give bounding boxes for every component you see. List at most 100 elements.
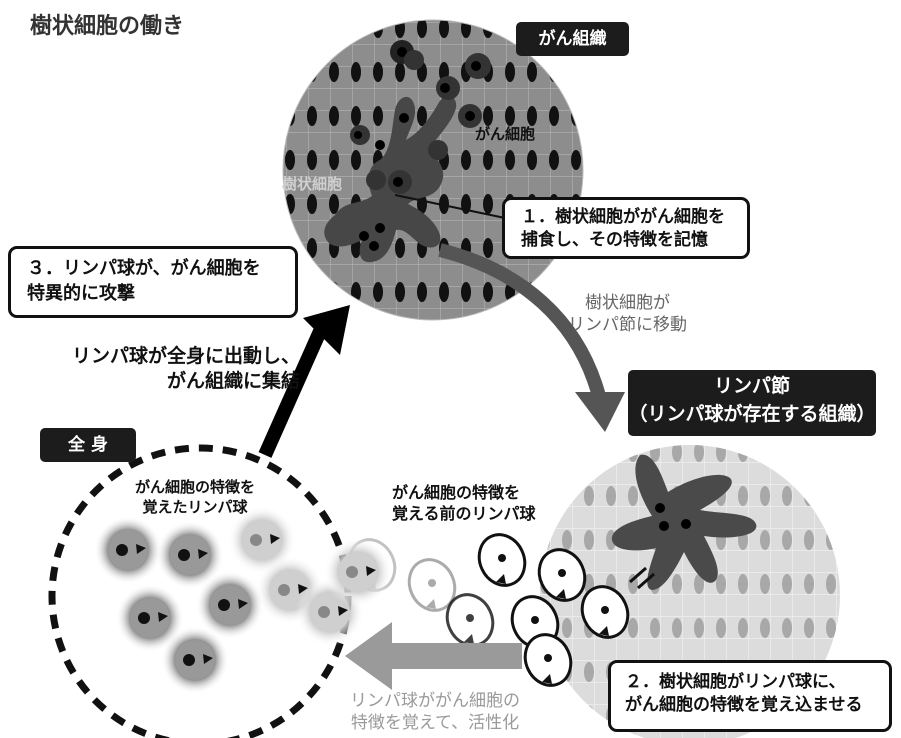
tissue-cell-nucleus: [483, 106, 493, 126]
tissue-cell-nucleus: [329, 282, 339, 302]
tissue-cell-nucleus: [285, 20, 295, 38]
tissue-cell-nucleus: [285, 62, 295, 82]
tissue-cell-nucleus: [307, 20, 317, 38]
tissue-cell-nucleus: [395, 282, 405, 302]
tissue-cell-nucleus: [439, 282, 449, 302]
node-cell-nucleus: [826, 445, 836, 462]
tissue-cell-nucleus: [417, 106, 427, 126]
node-cell-nucleus: [562, 618, 572, 638]
node-cell-nucleus: [584, 445, 594, 462]
node-cell-nucleus: [606, 486, 616, 506]
node-cell-nucleus: [628, 486, 638, 506]
naive-lymphocyte: [523, 633, 573, 687]
node-cell-nucleus: [738, 618, 748, 638]
memory-lymphocyte: [116, 584, 184, 652]
node-cell-nucleus: [782, 530, 792, 550]
naive-lymphocyte: [537, 548, 587, 602]
tissue-cell-nucleus: [395, 62, 405, 82]
tissue-cell-nucleus: [483, 150, 493, 170]
node-cell-nucleus: [804, 574, 814, 594]
label-naive-lymphocytes: がん細胞の特徴を 覚える前のリンパ球: [392, 483, 536, 524]
memory-lymphocyte: [228, 506, 296, 574]
node-cell-nucleus: [584, 486, 594, 506]
node-cell-nucleus: [716, 574, 726, 594]
node-cell-nucleus: [694, 618, 704, 638]
tissue-cell-nucleus: [483, 282, 493, 302]
tissue-cell-nucleus: [351, 150, 361, 170]
naive-lymphocyte: [477, 533, 527, 587]
node-cell-nucleus: [782, 574, 792, 594]
tissue-cell-nucleus: [307, 194, 317, 214]
label-activated: リンパ球ががん細胞の 特徴を覚えて、活性化: [350, 691, 520, 734]
tag-lymph-node: リンパ節 （リンパ球が存在する組織）: [628, 370, 876, 436]
node-cell-nucleus: [760, 574, 770, 594]
node-cell-nucleus: [804, 445, 814, 462]
node-cell-nucleus: [782, 486, 792, 506]
node-cell-nucleus: [694, 574, 704, 594]
node-cell-nucleus: [562, 486, 572, 506]
tissue-cell-nucleus: [307, 282, 317, 302]
naive-lymphocyte: [580, 585, 630, 639]
tissue-cell-nucleus: [461, 150, 471, 170]
tissue-cell-nucleus: [395, 238, 405, 258]
tissue-cell-nucleus: [373, 106, 383, 126]
node-cell-nucleus: [760, 486, 770, 506]
tissue-cell-nucleus: [505, 150, 515, 170]
tissue-cell-nucleus: [571, 62, 581, 82]
arrow-dc-migrate: [438, 243, 625, 432]
arrow-activation: [345, 622, 522, 690]
tissue-cell-nucleus: [417, 282, 427, 302]
node-cell-nucleus: [650, 618, 660, 638]
node-cell-nucleus: [738, 574, 748, 594]
tissue-cell-nucleus: [351, 20, 361, 38]
naive-lymphocyte: [407, 558, 457, 612]
node-cell-nucleus: [562, 706, 572, 726]
tissue-cell-nucleus: [417, 194, 427, 214]
tissue-cell-nucleus: [483, 194, 493, 214]
tissue-cell-nucleus: [505, 20, 515, 38]
node-cell-nucleus: [826, 574, 836, 594]
node-cell-nucleus: [716, 618, 726, 638]
label-lymphocytes-deploy: リンパ球が全身に出動し、 がん組織に集結: [71, 345, 300, 393]
tissue-cell-nucleus: [483, 20, 493, 38]
node-cell-nucleus: [584, 662, 594, 682]
node-cell-nucleus: [804, 530, 814, 550]
naive-lymphocytes: [347, 533, 630, 687]
node-cell-nucleus: [738, 486, 748, 506]
node-cell-nucleus: [672, 618, 682, 638]
tissue-cell-nucleus: [549, 106, 559, 126]
node-cell-nucleus: [584, 706, 594, 726]
tissue-cell-nucleus: [505, 106, 515, 126]
tissue-cell-nucleus: [527, 62, 537, 82]
tissue-cell-nucleus: [285, 150, 295, 170]
tissue-cell-nucleus: [307, 150, 317, 170]
node-cell-nucleus: [540, 445, 550, 462]
tissue-cell-nucleus: [395, 20, 405, 38]
tissue-cell-nucleus: [549, 282, 559, 302]
memory-lymphocytes: [94, 506, 392, 694]
label-cancer-cell: がん細胞: [475, 125, 536, 143]
node-cell-nucleus: [562, 445, 572, 462]
tissue-cell-nucleus: [329, 20, 339, 38]
tissue-cell-nucleus: [483, 238, 493, 258]
tissue-cell-nucleus: [461, 282, 471, 302]
tissue-cell-nucleus: [417, 20, 427, 38]
memory-lymphocyte: [324, 538, 392, 606]
callout1-pointer: [394, 194, 506, 219]
tissue-cell-nucleus: [329, 150, 339, 170]
node-cell-nucleus: [826, 618, 836, 638]
tissue-cell-nucleus: [351, 106, 361, 126]
tissue-cell-nucleus: [329, 194, 339, 214]
arrow-deploy: [258, 305, 350, 458]
tissue-cell-nucleus: [549, 62, 559, 82]
tissue-cell-nucleus: [527, 150, 537, 170]
memory-lymphocyte: [94, 516, 162, 584]
tissue-cell-nucleus: [373, 282, 383, 302]
tissue-cell-nucleus: [505, 62, 515, 82]
naive-lymphocyte: [445, 593, 495, 647]
tissue-cell-nucleus: [307, 106, 317, 126]
node-cell-nucleus: [672, 574, 682, 594]
tissue-cell-nucleus: [351, 62, 361, 82]
tissue-cell-nucleus: [373, 20, 383, 38]
